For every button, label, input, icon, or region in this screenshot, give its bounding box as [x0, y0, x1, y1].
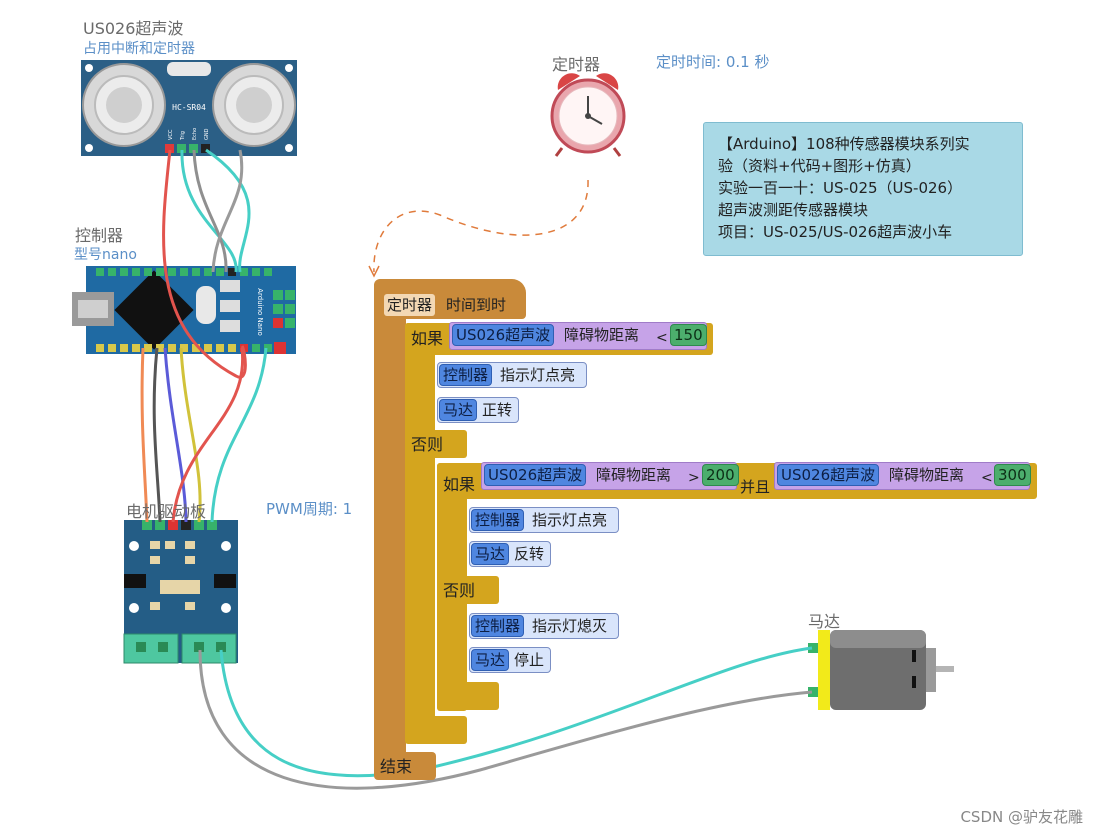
else1-keyword: 否则	[411, 435, 444, 454]
if1-value[interactable]: 150	[670, 324, 707, 346]
svg-text:GND: GND	[204, 128, 210, 140]
nano-pin-top	[156, 268, 164, 276]
nano-pin-bottom	[180, 344, 188, 352]
nano-pin-bottom	[216, 344, 224, 352]
nano-pin-top	[180, 268, 188, 276]
if2-join: 并且	[740, 478, 771, 496]
if2-left-object[interactable]: US026超声波	[484, 464, 587, 486]
nano-pin-top	[264, 268, 272, 276]
if1-keyword: 如果	[411, 329, 444, 348]
sensor-chip-text: HC-SR04	[172, 103, 206, 112]
then2-cmd-2-object[interactable]: 马达	[471, 543, 510, 565]
watermark: CSDN @驴友花雕	[960, 808, 1083, 826]
nano-pin-bottom	[204, 344, 212, 352]
end-keyword: 结束	[380, 757, 413, 776]
if1-operator: <	[656, 330, 668, 346]
hat-object[interactable]: 定时器	[384, 294, 436, 316]
then2-cmd-2-action: 反转	[514, 545, 545, 563]
if2-right-property: 障碍物距离	[889, 466, 965, 484]
if2-left-operator: >	[688, 470, 700, 486]
timer-interval: 定时时间: 0.1 秒	[656, 53, 770, 71]
timer-link-arrow	[373, 179, 589, 273]
if2-keyword: 如果	[443, 475, 476, 494]
alarm-clock-icon[interactable]	[550, 73, 626, 157]
project-note: 【Arduino】108种传感器模块系列实 验（资料+代码+图形+仿真） 实验一…	[703, 122, 1023, 256]
nano-pin-bottom	[264, 344, 272, 352]
nano-pin-top	[120, 268, 128, 276]
nano-pin-top	[144, 268, 152, 276]
nano-pin-bottom	[144, 344, 152, 352]
end-block[interactable]	[374, 752, 436, 780]
nano-pin-bottom	[168, 344, 176, 352]
arduino-nano-board[interactable]: Arduino Nano	[72, 266, 296, 354]
nano-pin-bottom	[156, 344, 164, 352]
nano-pin-bottom	[240, 344, 248, 352]
svg-text:VCC: VCC	[168, 129, 174, 140]
ultrasonic-sensor-module[interactable]: HC-SR04 VCC Trig Echo GND	[81, 60, 297, 156]
if1-object[interactable]: US026超声波	[452, 324, 555, 346]
nano-pin-top	[252, 268, 260, 276]
nano-pin-top	[96, 268, 104, 276]
nano-pin-top	[192, 268, 200, 276]
then1-cmd-1-action: 指示灯点亮	[500, 366, 576, 384]
nano-pin-bottom	[228, 344, 236, 352]
if2-right-value[interactable]: 300	[994, 464, 1031, 486]
then1-cmd-1-object[interactable]: 控制器	[439, 364, 493, 386]
driver-title: 电机驱动板	[126, 502, 207, 521]
nano-pin-top	[204, 268, 212, 276]
nano-pin-top	[168, 268, 176, 276]
sensor-title: US026超声波	[83, 19, 184, 38]
then1-cmd-2-action: 正转	[482, 401, 513, 419]
controller-subtitle: 型号nano	[74, 247, 137, 263]
if1-property: 障碍物距离	[564, 326, 640, 344]
board-text: Arduino Nano	[256, 288, 264, 336]
nano-pin-top	[108, 268, 116, 276]
hat-event: 时间到时	[446, 296, 507, 314]
else2-cmd-1-action: 指示灯熄灭	[532, 617, 608, 635]
motor-title: 马达	[808, 612, 841, 631]
timer-title: 定时器	[552, 55, 601, 74]
controller-title: 控制器	[75, 226, 124, 245]
nano-pin-bottom	[120, 344, 128, 352]
then2-cmd-1-object[interactable]: 控制器	[471, 509, 525, 531]
motor-driver-board[interactable]	[123, 520, 238, 664]
if2-right-object[interactable]: US026超声波	[777, 464, 880, 486]
nano-pin-bottom	[192, 344, 200, 352]
nano-pin-bottom	[108, 344, 116, 352]
dc-motor[interactable]	[808, 630, 954, 710]
svg-text:Trig: Trig	[180, 131, 186, 141]
nano-pin-top	[240, 268, 248, 276]
nano-pin-bottom	[132, 344, 140, 352]
nano-pin-bottom	[252, 344, 260, 352]
else2-cmd-1-object[interactable]: 控制器	[471, 615, 525, 637]
nano-pin-top	[228, 268, 236, 276]
svg-text:Echo: Echo	[192, 128, 198, 140]
if2-left-value[interactable]: 200	[702, 464, 739, 486]
if2-right-operator: <	[981, 470, 993, 486]
if2-left-property: 障碍物距离	[596, 466, 672, 484]
then2-cmd-1-action: 指示灯点亮	[532, 511, 608, 529]
nano-pin-top	[132, 268, 140, 276]
else2-keyword: 否则	[443, 581, 476, 600]
nano-pin-top	[216, 268, 224, 276]
else2-cmd-2-object[interactable]: 马达	[471, 649, 510, 671]
driver-pwm: PWM周期: 1	[266, 500, 353, 518]
nano-pin-bottom	[96, 344, 104, 352]
sensor-subtitle: 占用中断和定时器	[83, 41, 195, 57]
then1-cmd-2-object[interactable]: 马达	[439, 399, 478, 421]
else2-cmd-2-action: 停止	[514, 651, 545, 669]
